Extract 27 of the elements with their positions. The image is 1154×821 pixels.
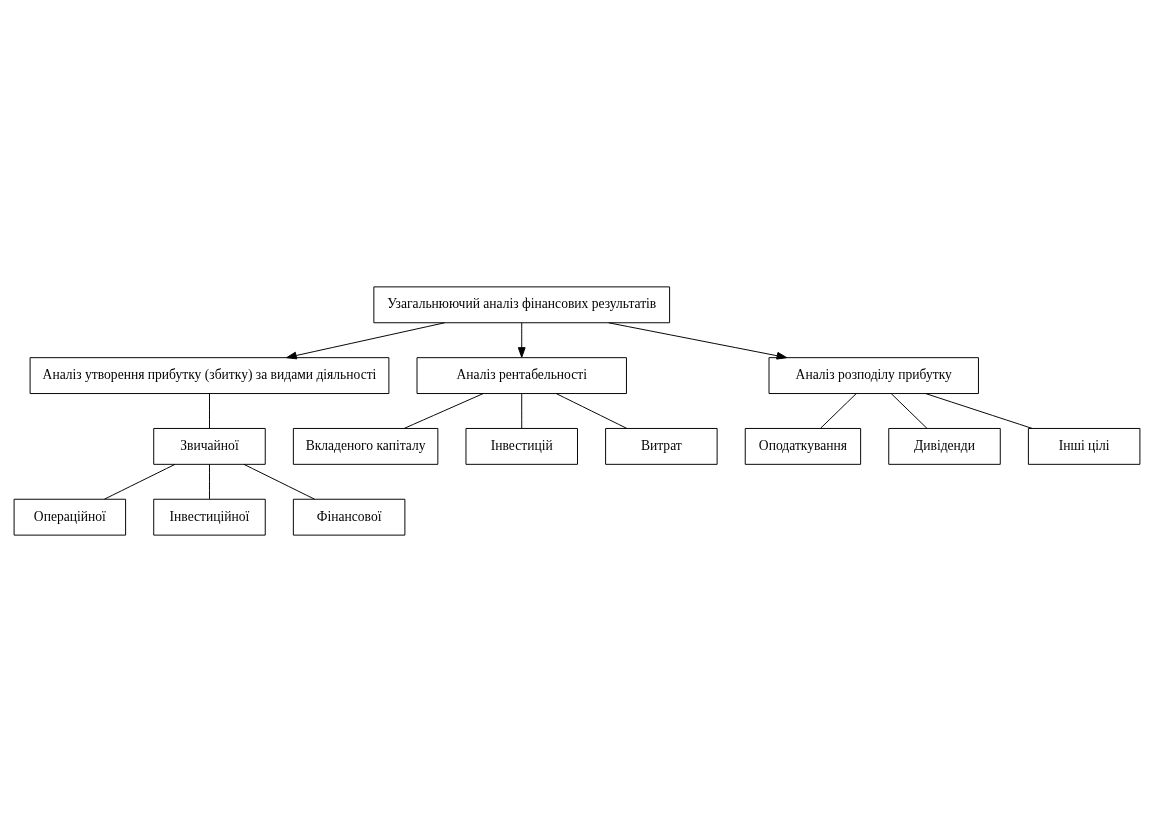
connector: [103, 463, 176, 500]
connector: [820, 392, 857, 429]
node-box: Аналіз утворення прибутку (збитку) за видами діяльності: [29, 356, 390, 394]
connector: [209, 463, 210, 499]
node-box: Інвестиційної: [153, 498, 266, 536]
node-box: Інші цілі: [1027, 427, 1141, 465]
node-box: Оподаткування: [744, 427, 862, 465]
node-box: Аналіз розподілу прибутку: [768, 356, 979, 394]
node-box: Вкладеного капіталу: [292, 427, 439, 465]
node-box: Витрат: [605, 427, 718, 465]
node-box: Дивіденди: [888, 427, 1001, 465]
arrow: [517, 321, 526, 358]
connector: [555, 392, 628, 429]
connector: [209, 392, 210, 429]
connector: [925, 392, 1033, 429]
node-box: Фінансової: [292, 498, 406, 536]
node-box: Аналіз рентабельності: [416, 356, 627, 394]
node-box: Операційної: [13, 498, 127, 536]
node-box: Узагальнюючий аналіз фінансових результатів: [373, 285, 671, 323]
arrow: [286, 321, 446, 359]
connector: [243, 463, 315, 500]
node-box: Інвестицій: [465, 427, 578, 465]
arrow: [608, 321, 788, 360]
connector: [890, 392, 928, 429]
connector: [403, 392, 484, 429]
connector: [521, 392, 523, 429]
node-box: Звичайної: [153, 427, 266, 465]
